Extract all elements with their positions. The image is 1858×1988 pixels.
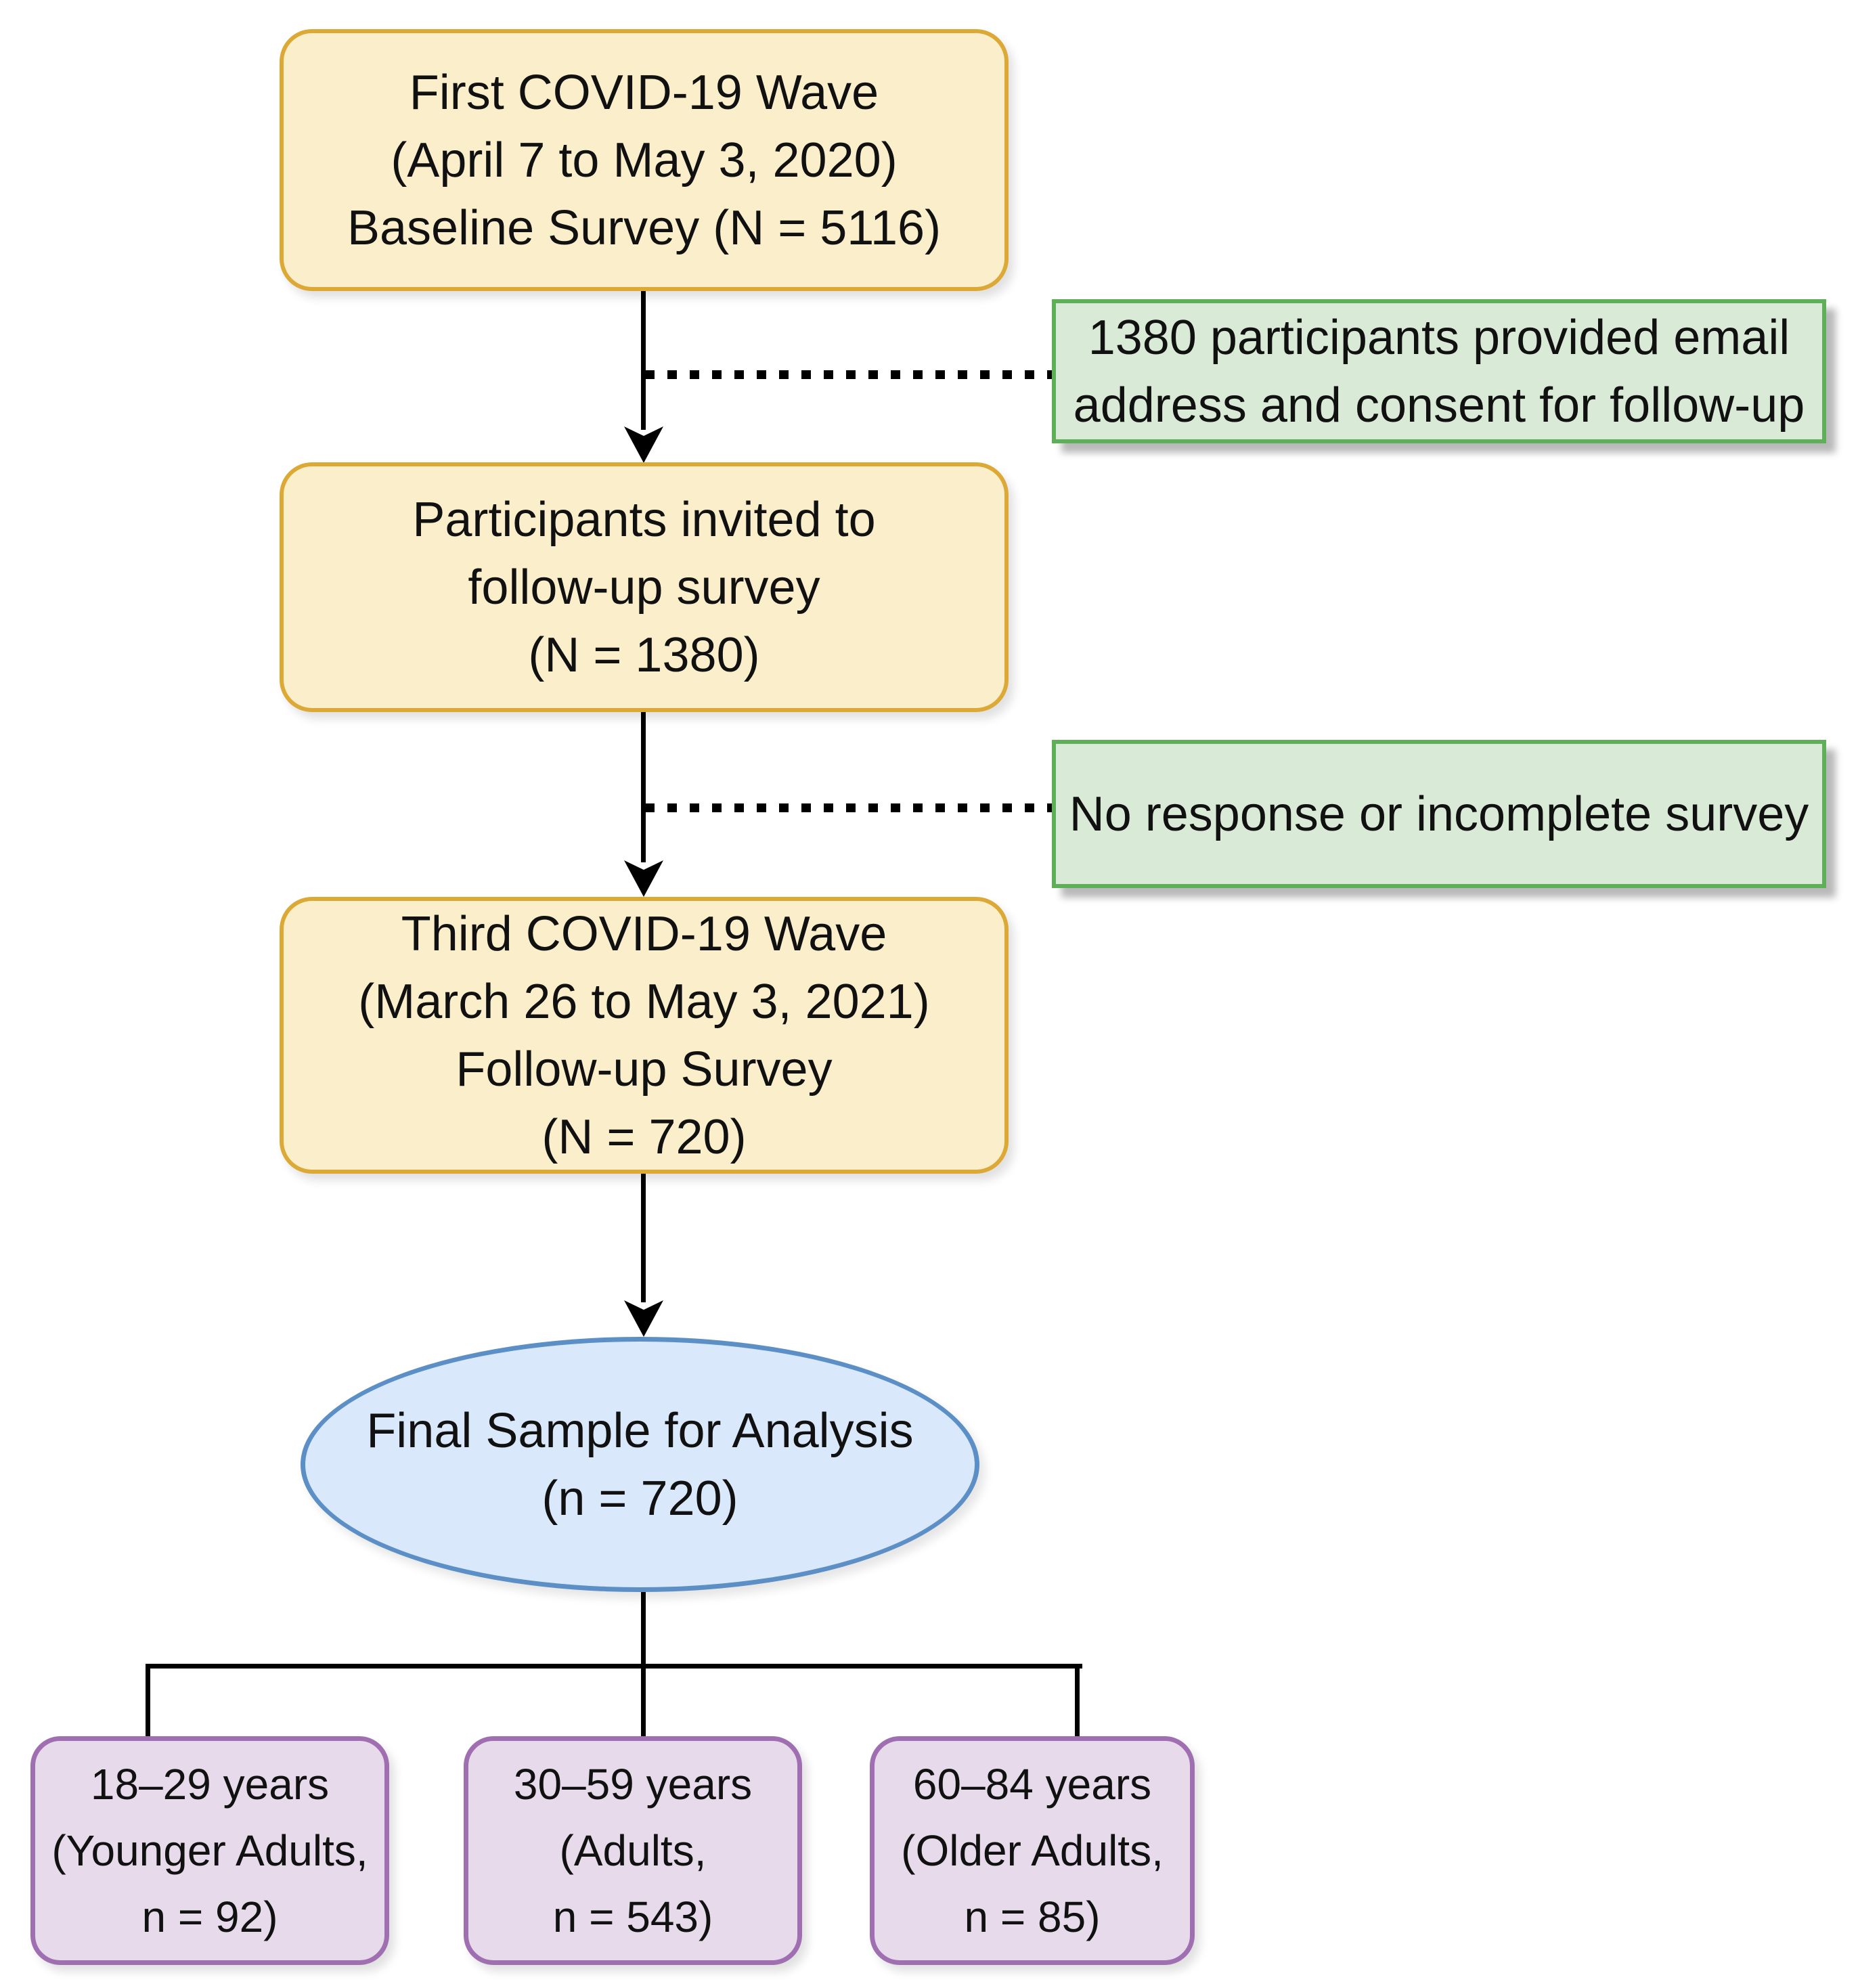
node-text-line: (Older Adults, bbox=[901, 1826, 1164, 1875]
node-third-wave-survey: Third COVID-19 Wave (March 26 to May 3, … bbox=[280, 897, 1009, 1174]
connector-drop-younger bbox=[146, 1664, 150, 1740]
connector-drop-older bbox=[1075, 1664, 1080, 1740]
arrow-down-icon bbox=[624, 1300, 663, 1337]
node-age-30-59: 30–59 years (Adults, n = 543) bbox=[464, 1736, 802, 1965]
node-text-line: Final Sample for Analysis bbox=[366, 1403, 914, 1458]
node-text-line: (n = 720) bbox=[541, 1471, 738, 1526]
node-text-line: n = 92) bbox=[141, 1893, 278, 1941]
node-text-line: (March 26 to May 3, 2021) bbox=[358, 974, 930, 1029]
node-text-line: 18–29 years bbox=[90, 1760, 330, 1809]
node-text-line: Third COVID-19 Wave bbox=[401, 906, 887, 961]
node-age-60-84: 60–84 years (Older Adults, n = 85) bbox=[870, 1736, 1195, 1965]
node-text-line: n = 85) bbox=[964, 1893, 1101, 1941]
connector-line-wave3-to-final bbox=[641, 1174, 646, 1302]
connector-dotted-email-consent bbox=[645, 370, 1052, 379]
node-text-line: (Adults, bbox=[559, 1826, 707, 1875]
node-text-line: follow-up survey bbox=[468, 560, 820, 615]
node-text-line: First COVID-19 Wave bbox=[409, 65, 879, 120]
node-text-line: n = 543) bbox=[552, 1893, 713, 1941]
node-invited-followup: Participants invited to follow-up survey… bbox=[280, 462, 1009, 712]
node-text-line: Follow-up Survey bbox=[456, 1042, 833, 1097]
node-text-line: (Younger Adults, bbox=[51, 1826, 368, 1875]
note-email-consent: 1380 participants provided email address… bbox=[1052, 299, 1826, 443]
connector-drop-adults bbox=[641, 1664, 646, 1740]
note-text-line: No response or incomplete survey bbox=[1069, 787, 1809, 841]
node-text-line: (N = 1380) bbox=[528, 627, 760, 682]
node-age-18-29: 18–29 years (Younger Adults, n = 92) bbox=[30, 1736, 389, 1965]
node-text-line: 60–84 years bbox=[912, 1760, 1152, 1809]
node-text-line: (April 7 to May 3, 2020) bbox=[391, 133, 898, 187]
node-text-line: 30–59 years bbox=[513, 1760, 753, 1809]
note-text-line: address and consent for follow-up bbox=[1073, 378, 1805, 433]
node-text-line: (N = 720) bbox=[541, 1109, 747, 1164]
arrow-down-icon bbox=[624, 860, 663, 897]
node-final-sample-ellipse: Final Sample for Analysis (n = 720) bbox=[301, 1337, 979, 1592]
connector-line-baseline-to-invited bbox=[641, 291, 646, 430]
node-text-line: Participants invited to bbox=[412, 492, 876, 547]
arrow-down-icon bbox=[624, 426, 663, 463]
connector-dotted-no-response bbox=[645, 803, 1052, 812]
node-baseline-survey: First COVID-19 Wave (April 7 to May 3, 2… bbox=[280, 29, 1009, 291]
note-no-response: No response or incomplete survey bbox=[1052, 740, 1826, 888]
connector-stem-final-to-branch bbox=[641, 1592, 646, 1668]
note-text-line: 1380 participants provided email bbox=[1088, 310, 1790, 365]
connector-line-invited-to-wave3 bbox=[641, 712, 646, 862]
connector-branch-bar bbox=[146, 1664, 1082, 1669]
node-text-line: Baseline Survey (N = 5116) bbox=[347, 200, 942, 255]
